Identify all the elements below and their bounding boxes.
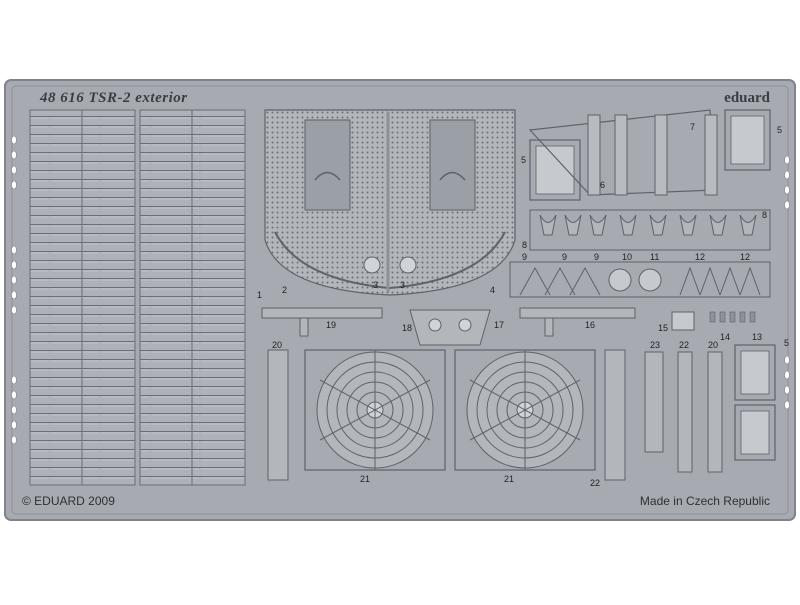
part-number: 8	[762, 210, 768, 220]
part-number: 9	[562, 252, 568, 262]
part-number: 2	[282, 285, 288, 295]
part-number: 20	[708, 340, 719, 350]
part-number: 10	[622, 252, 633, 262]
part-8-row	[529, 209, 771, 251]
brand-logo: eduard	[724, 90, 770, 106]
part-number: 14	[720, 332, 731, 342]
part-number: 21	[360, 474, 371, 484]
part-number: 23	[650, 340, 661, 350]
part-number: 4	[490, 285, 496, 295]
part-15	[671, 311, 695, 331]
part-6-comb	[587, 114, 718, 196]
sheet-title: 48 616 TSR-2 exterior	[40, 90, 188, 106]
vertical-strips-left	[267, 349, 626, 481]
left-sprue-holes	[11, 135, 17, 445]
part-number: 5	[784, 338, 790, 348]
part-number: 13	[752, 332, 763, 342]
part-19-bar	[261, 307, 383, 319]
part-9-12-row	[509, 261, 771, 298]
part-number: 9	[522, 252, 528, 262]
part-21-fan-left	[316, 350, 434, 470]
part-number: 20	[272, 340, 283, 350]
part-21-fan-right	[466, 350, 584, 470]
part-2-panel	[264, 109, 516, 296]
part-14	[709, 311, 756, 323]
part-number: 16	[585, 320, 596, 330]
part-number: 1	[257, 290, 263, 300]
part-number: 22	[590, 478, 601, 488]
part-number: 11	[650, 252, 660, 262]
part-18-17-fitting	[409, 309, 491, 346]
part-number: 12	[740, 252, 751, 262]
part-number: 5	[777, 125, 783, 135]
vertical-strips-right	[644, 351, 723, 473]
made-in-text: Made in Czech Republic	[639, 494, 770, 508]
part-number: 3	[373, 280, 379, 290]
part-number: 5	[521, 155, 527, 165]
part-2-door-right	[429, 119, 476, 211]
part-number: 19	[326, 320, 337, 330]
part-2-door-left	[304, 119, 351, 211]
part-number: 15	[658, 323, 669, 333]
part-number: 7	[690, 122, 696, 132]
part-number: 18	[402, 323, 413, 333]
copyright-text: © EDUARD 2009	[22, 494, 115, 508]
part-number: 21	[504, 474, 515, 484]
part-number: 3	[400, 280, 406, 290]
part-number: 12	[695, 252, 706, 262]
part-number: 8	[522, 240, 528, 250]
part-number: 9	[594, 252, 600, 262]
part-16-bar	[519, 307, 636, 319]
part-number: 6	[600, 180, 606, 190]
part-number: 22	[679, 340, 690, 350]
part-number: 17	[494, 320, 505, 330]
right-sprue-holes	[784, 155, 790, 410]
